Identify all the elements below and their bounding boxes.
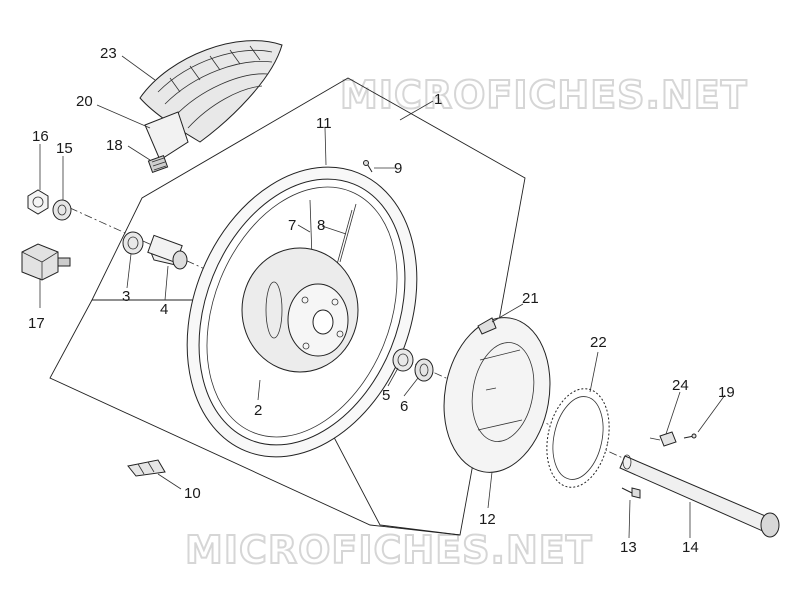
callout-9: 9 [394,160,402,177]
seal-right-part[interactable] [414,358,434,382]
callout-23: 23 [100,45,117,62]
callout-14: 14 [682,539,699,556]
callout-12: 12 [479,511,496,528]
watermark-bottom: MICROFICHES.NET [185,528,593,572]
bearing-right-part[interactable] [392,348,414,372]
callout-24: 24 [672,377,689,394]
valve-part[interactable] [144,111,189,174]
callout-18: 18 [106,137,123,154]
callout-21: 21 [522,290,539,307]
balance-weight-part[interactable] [127,459,166,477]
callout-7: 7 [288,217,296,234]
leader-lines [39,55,726,539]
nut-part[interactable] [27,189,49,215]
screw-part[interactable] [621,487,641,499]
sensor-clamp-part[interactable] [21,243,71,281]
sensor-screw-part[interactable] [683,433,697,439]
callout-16: 16 [32,128,49,145]
axle-part[interactable] [619,454,780,538]
callout-10: 10 [184,485,201,502]
callout-13: 13 [620,539,637,556]
callout-6: 6 [400,398,408,415]
spacer-tube-part[interactable] [147,234,188,270]
callout-22: 22 [590,334,607,351]
valve-cap-part[interactable] [363,160,373,173]
assembly-frame-inner [49,299,461,536]
callout-8: 8 [317,217,325,234]
tone-ring-part[interactable] [538,383,617,493]
callout-labels: 23 20 18 16 15 17 3 4 11 1 9 7 8 5 6 2 1… [28,45,735,556]
spokes-part[interactable] [309,199,357,269]
callout-4: 4 [160,301,168,318]
hub-part[interactable] [241,247,359,373]
brake-disc-part[interactable] [432,309,562,481]
clip-part[interactable] [477,317,497,335]
callout-15: 15 [56,140,73,157]
callout-20: 20 [76,93,93,110]
bearing-left-part[interactable] [122,231,144,255]
callout-17: 17 [28,315,45,332]
callout-5: 5 [382,387,390,404]
speed-sensor-part[interactable] [649,431,677,447]
callout-19: 19 [718,384,735,401]
seal-ring-part[interactable] [52,199,72,221]
watermark-top: MICROFICHES.NET [340,73,748,117]
callout-1: 1 [434,91,442,108]
callout-2: 2 [254,402,262,419]
callout-3: 3 [122,288,130,305]
callout-11: 11 [316,115,332,132]
